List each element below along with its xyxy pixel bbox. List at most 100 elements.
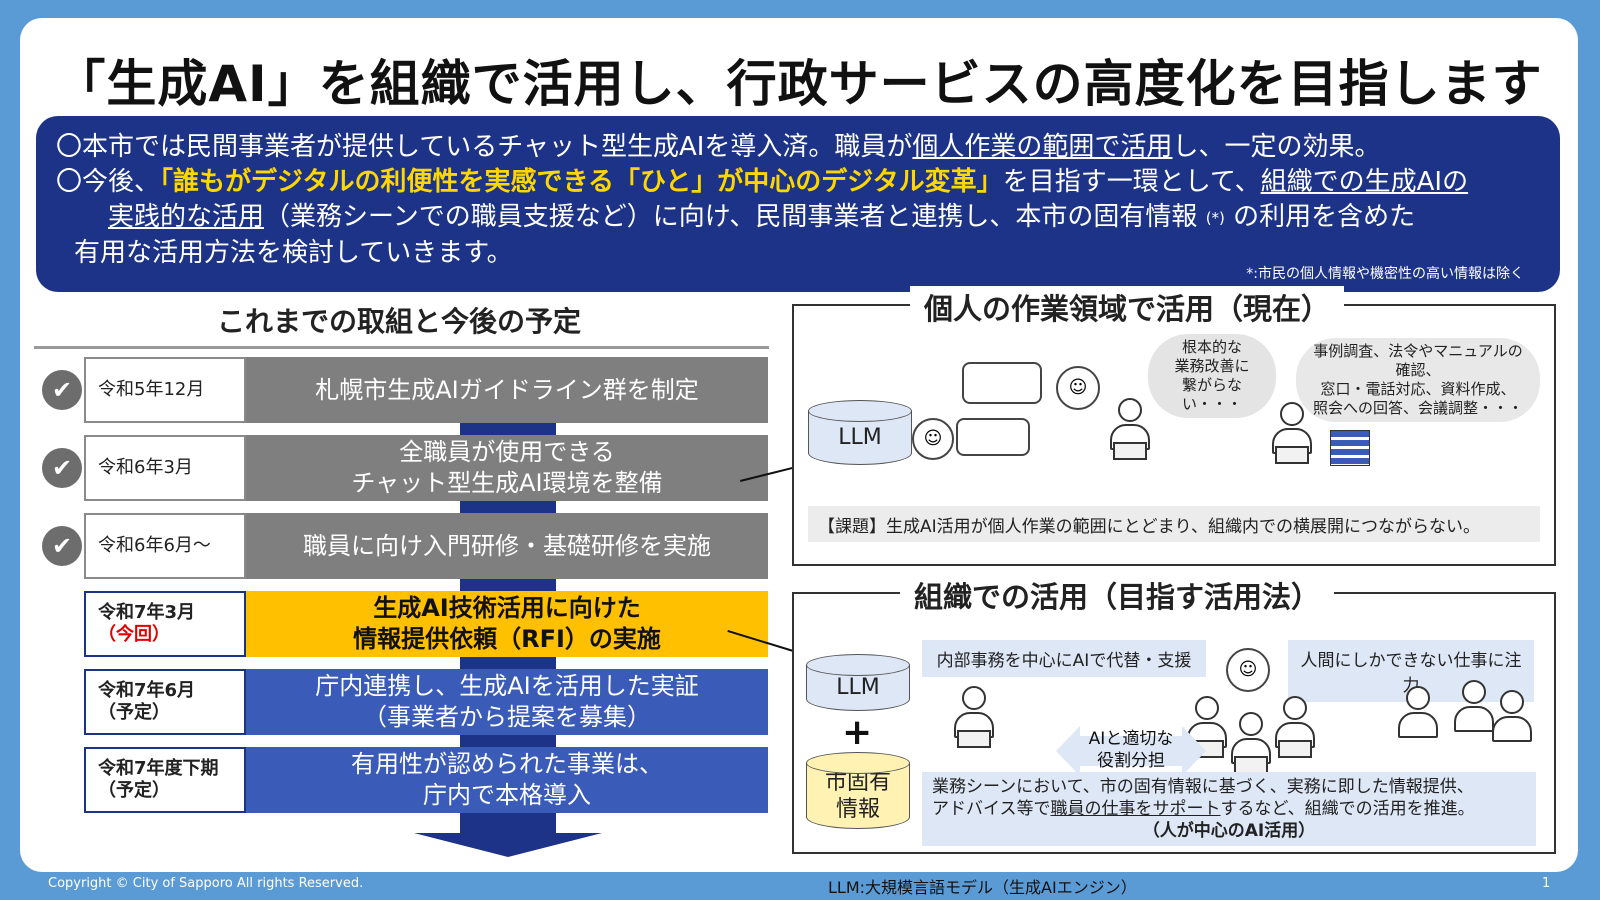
intro-underline: 組織での生成AIの bbox=[1260, 167, 1469, 197]
page-number: 1 bbox=[1542, 876, 1551, 891]
item-text: 職員に向け入門研修・基礎研修を実施 bbox=[303, 531, 711, 560]
item-text: 有用性が認められた事業は、 bbox=[351, 750, 663, 778]
intro-line-4: 有用な活用方法を検討していきます。 bbox=[56, 236, 1540, 271]
thought-cloud: 事例調査、法令やマニュアルの確認、 窓口・電話対応、資料作成、 照会への回答、会… bbox=[1296, 338, 1540, 422]
intro-text: し、一定の効果。 bbox=[1172, 132, 1381, 162]
timeline-row: 令和5年12月 札幌市生成AIガイドライン群を制定 bbox=[84, 357, 768, 423]
thought-text: 照会への回答、会議調整・・・ bbox=[1312, 399, 1523, 417]
arrow-text: AIと適切な bbox=[1088, 729, 1174, 749]
timeline-date: 令和6年6月～ bbox=[84, 513, 246, 579]
copyright: Copyright © City of Sapporo All rights R… bbox=[48, 876, 364, 891]
timeline-date: 令和7年6月（予定） bbox=[84, 669, 246, 735]
timeline-arrowhead bbox=[414, 833, 602, 857]
item-text: （事業者から提案を募集） bbox=[363, 703, 651, 731]
staff-icon bbox=[1270, 696, 1320, 758]
timeline-row: 令和7年度下期（予定） 有用性が認められた事業は、庁内で本格導入 bbox=[84, 747, 768, 813]
intro-line-1: 〇本市では民間事業者が提供しているチャット型生成AIを導入済。職員が個人作業の範… bbox=[56, 130, 1540, 165]
speech-bubble-icon bbox=[962, 362, 1042, 404]
meeting-person-icon bbox=[1444, 680, 1504, 732]
date-status: （予定） bbox=[98, 702, 170, 723]
staff-icon bbox=[1182, 696, 1232, 758]
check-icon: ✔ bbox=[42, 526, 82, 566]
timeline-row-current: 令和7年3月（今回） 生成AI技術活用に向けた情報提供依頼（RFI）の実施 bbox=[84, 591, 768, 657]
intro-text: 〇今後、 bbox=[56, 167, 161, 197]
arrow-text: 役割分担 bbox=[1097, 751, 1165, 771]
staff-icon bbox=[1226, 712, 1276, 774]
intro-highlight: 「誰もがデジタルの利便性を実感できる「ひと」が中心のデジタル変革」 bbox=[160, 167, 1003, 197]
intro-footnote-mark: (*) bbox=[1205, 209, 1225, 227]
panel-personal-title: 個人の作業領域で活用（現在） bbox=[910, 286, 1345, 328]
item-text: チャット型生成AI環境を整備 bbox=[351, 469, 663, 497]
local-data-text: 情報 bbox=[835, 796, 880, 822]
timeline-date: 令和7年3月（今回） bbox=[84, 591, 246, 657]
thought-cloud: 根本的な 業務改善に 繋がらない・・・ bbox=[1148, 334, 1276, 418]
ai-support-tag: 内部事務を中心にAIで代替・支援 bbox=[922, 640, 1206, 677]
date-label: 令和6年3月 bbox=[98, 457, 193, 478]
description-underline: 職員の仕事をサポート bbox=[1050, 799, 1221, 819]
double-arrow-icon: AIと適切な 役割分担 bbox=[1056, 726, 1206, 776]
timeline-date: 令和7年度下期（予定） bbox=[84, 747, 246, 813]
item-text: 生成AI技術活用に向けた bbox=[373, 594, 641, 622]
plus-icon: + bbox=[842, 712, 873, 753]
intro-line-3: 実践的な活用（業務シーンでの職員支援など）に向け、民間事業者と連携し、本市の固有… bbox=[56, 200, 1540, 236]
timeline-row: 令和6年3月 全職員が使用できるチャット型生成AI環境を整備 bbox=[84, 435, 768, 501]
panel-organization: LLM + 市固有 情報 内部事務を中心にAIで代替・支援 人間にしかできない仕… bbox=[792, 592, 1556, 854]
description-line-2: アドバイス等で職員の仕事をサポートするなど、組織での活用を推進。 bbox=[932, 798, 1526, 820]
date-label: 令和7年6月 bbox=[98, 680, 196, 701]
timeline-item: 生成AI技術活用に向けた情報提供依頼（RFI）の実施 bbox=[246, 591, 768, 657]
thought-text: 業務改善に bbox=[1174, 357, 1250, 375]
panel-personal: LLM ☺ ☺ 根本的な 業務改善に 繋がらない・・・ 事例調査、法令やマニュア… bbox=[792, 304, 1556, 566]
intro-text: を目指す一環として、 bbox=[1002, 167, 1261, 197]
description-text: 業務シーンにおいて、市の固有情報に基づく、実務に即した情報提供、 bbox=[932, 777, 1474, 797]
date-label: 令和7年3月 bbox=[98, 602, 196, 623]
document-stack-icon bbox=[1330, 430, 1370, 466]
intro-text: 有用な活用方法を検討していきます。 bbox=[74, 238, 513, 268]
item-text: 庁内で本格導入 bbox=[423, 781, 591, 809]
meeting-person-icon bbox=[1484, 690, 1540, 742]
check-icon: ✔ bbox=[42, 448, 82, 488]
robot-icon: ☺ bbox=[912, 418, 954, 460]
description-text: するなど、組織での活用を推進。 bbox=[1220, 799, 1475, 819]
timeline-date: 令和6年3月 bbox=[84, 435, 246, 501]
intro-text: （業務シーンでの職員支援など）に向け、民間事業者と連携し、本市の固有情報 bbox=[264, 202, 1198, 232]
date-label: 令和5年12月 bbox=[98, 379, 205, 400]
timeline-item: 職員に向け入門研修・基礎研修を実施 bbox=[246, 513, 768, 579]
worried-staff-icon bbox=[1100, 398, 1160, 460]
date-label: 令和7年度下期 bbox=[98, 758, 219, 779]
intro-footnote: *:市民の個人情報や機密性の高い情報は除く bbox=[1246, 266, 1524, 282]
speech-bubble-icon bbox=[956, 418, 1030, 456]
item-text: 札幌市生成AIガイドライン群を制定 bbox=[315, 375, 699, 404]
timeline-item: 全職員が使用できるチャット型生成AI環境を整備 bbox=[246, 435, 768, 501]
page-title: 「生成AI」を組織で活用し、行政サービスの高度化を目指します bbox=[55, 55, 1543, 113]
date-status: （予定） bbox=[98, 780, 170, 801]
thought-text: 事例調査、法令やマニュアルの確認、 bbox=[1313, 342, 1523, 379]
date-status: （今回） bbox=[98, 624, 170, 645]
thought-text: 繋がらない・・・ bbox=[1181, 376, 1242, 413]
timeline-row: 令和7年6月（予定） 庁内連携し、生成AIを活用した実証 （事業者から提案を募集） bbox=[84, 669, 768, 735]
intro-text: の利用を含めた bbox=[1233, 202, 1416, 232]
thought-text: 窓口・電話対応、資料作成、 bbox=[1320, 380, 1516, 398]
intro-text: 〇本市では民間事業者が提供しているチャット型生成AIを導入済。職員が bbox=[56, 132, 913, 162]
timeline-rule bbox=[34, 346, 769, 349]
date-label: 令和6年6月～ bbox=[98, 535, 211, 556]
item-text: 庁内連携し、生成AIを活用した実証 bbox=[315, 672, 699, 700]
thought-text: 根本的な bbox=[1181, 338, 1242, 356]
ai-assistant-icon: ☺ bbox=[1226, 648, 1270, 692]
slide: 「生成AI」を組織で活用し、行政サービスの高度化を目指します 〇本市では民間事業… bbox=[20, 18, 1578, 872]
user-icon: ☺ bbox=[1056, 366, 1100, 410]
robot-worker-icon bbox=[944, 686, 1004, 748]
timeline-heading: これまでの取組と今後の予定 bbox=[216, 305, 581, 338]
description-emphasis: （人が中心のAI活用） bbox=[1142, 821, 1316, 841]
busy-staff-icon bbox=[1262, 402, 1322, 464]
org-description: 業務シーンにおいて、市の固有情報に基づく、実務に即した情報提供、 アドバイス等で… bbox=[922, 772, 1536, 846]
local-data-label: 市固有 情報 bbox=[806, 763, 910, 829]
panel-organization-title: 組織での活用（目指す活用法） bbox=[900, 574, 1335, 616]
intro-underline: 実践的な活用 bbox=[108, 202, 265, 232]
timeline-date: 令和5年12月 bbox=[84, 357, 246, 423]
timeline-item: 札幌市生成AIガイドライン群を制定 bbox=[246, 357, 768, 423]
timeline-item: 庁内連携し、生成AIを活用した実証 （事業者から提案を募集） bbox=[246, 669, 768, 735]
meeting-person-icon bbox=[1388, 686, 1448, 738]
item-text: 全職員が使用できる bbox=[399, 438, 615, 466]
check-icon: ✔ bbox=[42, 370, 82, 410]
timeline-item: 有用性が認められた事業は、庁内で本格導入 bbox=[246, 747, 768, 813]
